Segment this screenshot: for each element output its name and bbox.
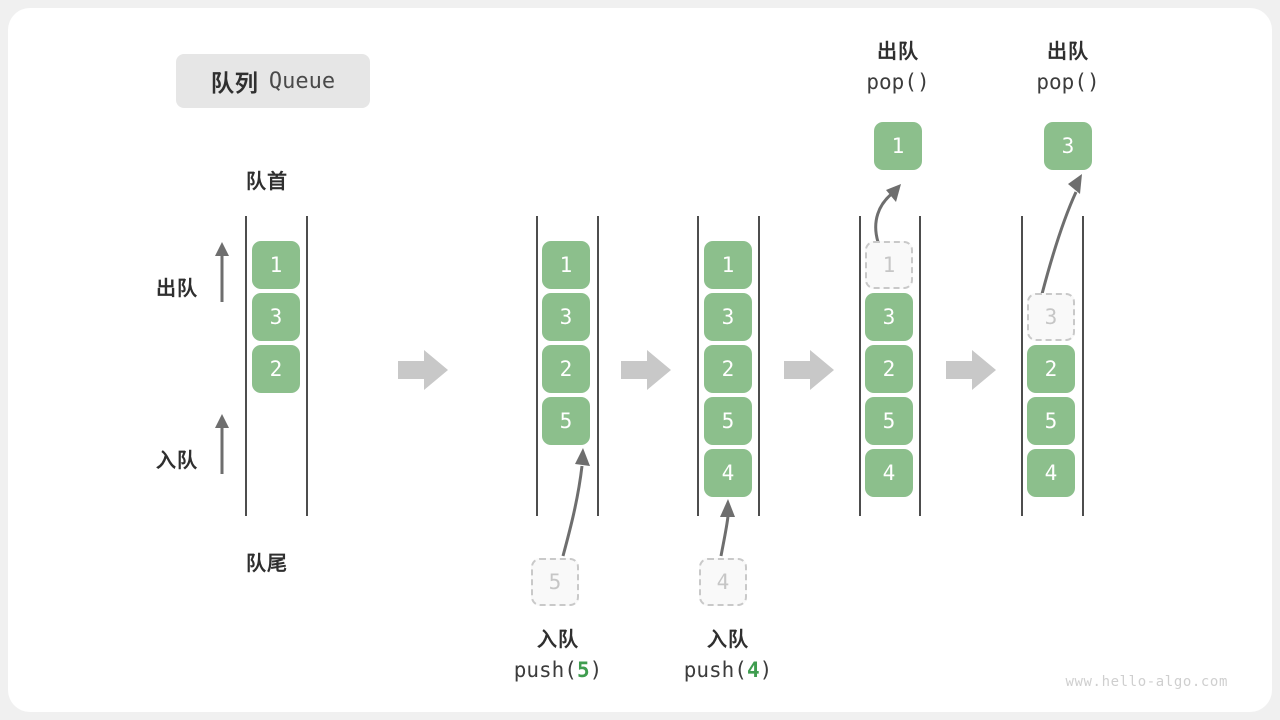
queue-item: 2 (865, 345, 913, 393)
queue-rail-right-3 (758, 216, 760, 516)
queue-rail-right-4 (919, 216, 921, 516)
pop-3-caption: 出队 pop() (998, 38, 1138, 97)
step-arrow-icon (946, 350, 996, 390)
queue-item: 4 (1027, 449, 1075, 497)
queue-item: 5 (1027, 397, 1075, 445)
push-4-caption-cn: 入队 (707, 629, 749, 651)
queue-item-removed: 3 (1027, 293, 1075, 341)
dequeue-direction-label: 出队 (156, 278, 198, 300)
queue-rail-left-1 (245, 216, 247, 516)
pop-1-caption: 出队 pop() (828, 38, 968, 97)
pop-3-caption-cn: 出队 (1047, 41, 1089, 63)
pop-1-caption-code: pop() (866, 70, 930, 94)
queue-item: 2 (1027, 345, 1075, 393)
queue-rail-left-2 (536, 216, 538, 516)
pop-3-caption-code: pop() (1036, 70, 1100, 94)
step-arrow-icon (398, 350, 448, 390)
queue-rail-right-1 (306, 216, 308, 516)
step-arrow-icon (621, 350, 671, 390)
title-badge: 队列 Queue (176, 54, 370, 108)
queue-rail-right-5 (1082, 216, 1084, 516)
queue-item: 1 (542, 241, 590, 289)
dequeue-arrow-icon (874, 184, 901, 243)
watermark: www.hello-algo.com (1065, 674, 1228, 690)
queue-item: 5 (704, 397, 752, 445)
queue-item-removed: 1 (865, 241, 913, 289)
step-arrow-icon (784, 350, 834, 390)
incoming-ghost-item: 4 (699, 558, 747, 606)
queue-item: 2 (704, 345, 752, 393)
dequeue-arrow-icon (1040, 174, 1082, 295)
title-en: Queue (268, 68, 336, 94)
queue-item: 3 (704, 293, 752, 341)
enqueue-arrow-icon (719, 499, 735, 557)
queue-head-label: 队首 (246, 171, 288, 193)
push-4-caption-code: push(4) (683, 658, 773, 682)
enqueue-direction-label: 入队 (156, 450, 198, 472)
queue-rail-left-5 (1021, 216, 1023, 516)
diagram-canvas: 队列 Queue 队首 队尾 出队 入队 1 3 2 1 3 2 5 5 入队 … (8, 8, 1272, 712)
enqueue-direction-arrow-icon (215, 414, 229, 474)
queue-item: 5 (865, 397, 913, 445)
dequeue-direction-arrow-icon (215, 242, 229, 302)
popped-item: 1 (874, 122, 922, 170)
title-cn: 队列 (210, 70, 259, 96)
queue-item: 3 (865, 293, 913, 341)
queue-tail-label: 队尾 (246, 553, 288, 575)
queue-rail-right-2 (597, 216, 599, 516)
queue-item-new: 5 (542, 397, 590, 445)
queue-rail-left-4 (859, 216, 861, 516)
queue-item: 1 (704, 241, 752, 289)
queue-item: 3 (542, 293, 590, 341)
queue-item: 1 (252, 241, 300, 289)
push-5-caption: 入队 push(5) (478, 626, 638, 685)
queue-item-new: 4 (704, 449, 752, 497)
popped-item: 3 (1044, 122, 1092, 170)
pop-1-caption-cn: 出队 (877, 41, 919, 63)
queue-item: 2 (252, 345, 300, 393)
queue-item: 4 (865, 449, 913, 497)
queue-item: 3 (252, 293, 300, 341)
push-5-caption-cn: 入队 (537, 629, 579, 651)
incoming-ghost-item: 5 (531, 558, 579, 606)
queue-item: 2 (542, 345, 590, 393)
queue-rail-left-3 (697, 216, 699, 516)
push-5-caption-code: push(5) (513, 658, 603, 682)
enqueue-arrow-icon (561, 448, 590, 557)
push-4-caption: 入队 push(4) (648, 626, 808, 685)
